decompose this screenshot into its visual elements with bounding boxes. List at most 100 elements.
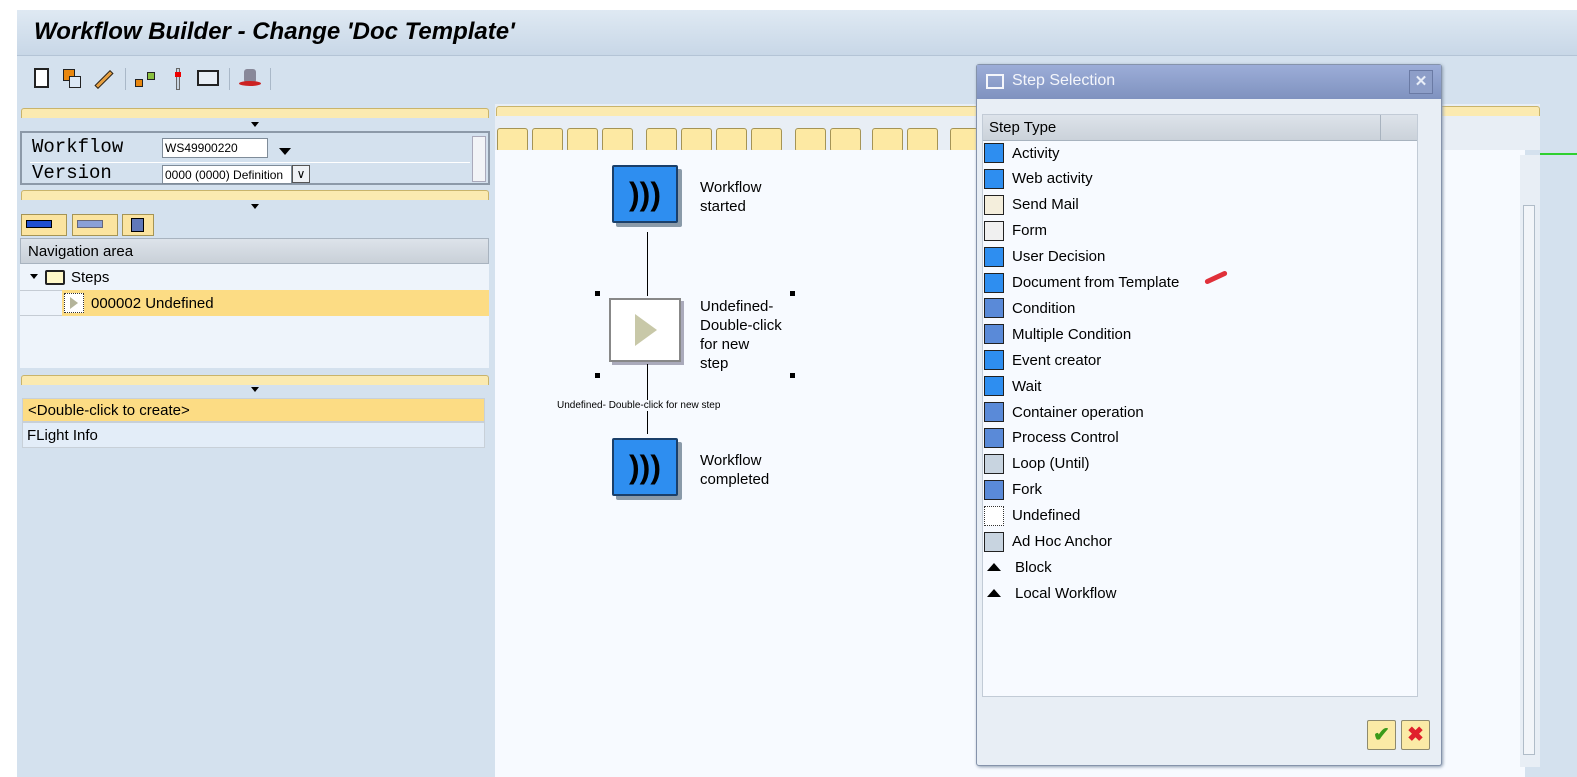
forward-button[interactable] <box>72 214 118 236</box>
web-activity-icon <box>984 168 1004 189</box>
rename-icon[interactable] <box>567 128 598 152</box>
fork-icon <box>984 479 1004 500</box>
copy-icon[interactable] <box>681 128 712 152</box>
workflow-field[interactable]: WS49900220 <box>162 138 268 158</box>
workflow-end-node[interactable]: ))) <box>612 438 678 496</box>
step-type-item[interactable]: Condition <box>984 295 1075 321</box>
panel-header-bar <box>21 190 489 200</box>
signal-icon: ))) <box>629 175 661 212</box>
step-type-label: Send Mail <box>1012 196 1079 214</box>
loop-icon <box>984 453 1004 474</box>
step-type-item[interactable]: Activity <box>984 140 1060 166</box>
step-type-item[interactable]: Loop (Until) <box>984 451 1090 477</box>
version-label: Version <box>32 162 112 184</box>
step-type-item[interactable]: Web activity <box>984 166 1093 192</box>
paste-icon[interactable] <box>716 128 747 152</box>
connector-line <box>647 364 648 434</box>
step-type-item[interactable]: Fork <box>984 477 1042 503</box>
redo-icon[interactable] <box>830 128 861 152</box>
undo-icon[interactable] <box>795 128 826 152</box>
step-type-item[interactable]: Ad Hoc Anchor <box>984 529 1112 555</box>
new-document-icon[interactable] <box>30 66 54 92</box>
version-dropdown-icon[interactable]: ∨ <box>292 165 310 183</box>
document-template-icon <box>984 272 1004 293</box>
step-type-label: Local Workflow <box>1015 584 1117 602</box>
magic-wand-icon[interactable] <box>166 66 190 92</box>
step-type-item[interactable]: Event creator <box>984 347 1101 373</box>
condition-icon <box>984 298 1004 319</box>
undefined-step-node[interactable] <box>609 298 681 362</box>
step-type-item[interactable]: Wait <box>984 373 1041 399</box>
step-type-item[interactable]: Process Control <box>984 425 1119 451</box>
hierarchy-icon[interactable] <box>133 66 157 92</box>
object-row[interactable]: FLight Info <box>22 422 485 448</box>
step-type-item[interactable]: Send Mail <box>984 192 1079 218</box>
edit-pencil-icon[interactable] <box>91 66 115 92</box>
new-icon[interactable] <box>497 128 528 152</box>
step-type-item[interactable]: Local Workflow <box>984 580 1116 606</box>
ad-hoc-anchor-icon <box>984 531 1004 552</box>
workflow-start-node[interactable]: ))) <box>612 165 678 223</box>
tree-item-label[interactable]: 000002 Undefined <box>91 295 214 312</box>
hat-icon[interactable] <box>238 66 262 92</box>
block-icon <box>987 563 1001 572</box>
step-type-column-header[interactable]: Step Type <box>983 115 1417 141</box>
dialog-close-button[interactable]: ✕ <box>1409 70 1433 94</box>
connector-line <box>647 232 648 296</box>
layout-icon[interactable] <box>907 128 938 152</box>
test-run-icon[interactable] <box>196 66 220 92</box>
collapse-arrow-icon[interactable] <box>251 387 259 392</box>
step-type-label: Fork <box>1012 481 1042 499</box>
step-type-label: User Decision <box>1012 248 1106 266</box>
step-type-list <box>982 114 1418 697</box>
collapse-arrow-icon[interactable] <box>251 122 259 127</box>
canvas-scrollbar[interactable] <box>1520 155 1540 767</box>
step-type-label: Web activity <box>1012 170 1093 188</box>
undefined-step-icon <box>64 293 84 313</box>
step-type-item[interactable]: Block <box>984 554 1052 580</box>
undefined-icon <box>984 505 1004 526</box>
tree-root-steps[interactable]: Steps <box>71 269 110 286</box>
dialog-window-icon <box>986 74 1004 89</box>
step-type-label: Block <box>1015 558 1052 576</box>
step-type-label: Ad Hoc Anchor <box>1012 533 1113 550</box>
collapse-arrow-icon[interactable] <box>251 204 259 209</box>
tree-item-selected[interactable] <box>62 290 489 316</box>
cancel-button[interactable]: ✖ <box>1401 720 1430 750</box>
form-scrollbar[interactable] <box>472 136 486 182</box>
panel-header-bar <box>21 108 489 118</box>
step-type-item[interactable]: Document from Template <box>984 270 1179 296</box>
bell-icon[interactable] <box>872 128 903 152</box>
object-create-row[interactable]: <Double-click to create> <box>22 398 485 422</box>
workflow-label: Workflow <box>32 136 124 158</box>
step-type-label: Condition <box>1012 299 1076 317</box>
local-workflow-icon <box>987 589 1001 598</box>
copy-workflow-icon[interactable] <box>60 66 84 92</box>
navigation-tree <box>20 264 489 368</box>
overview-button[interactable] <box>122 214 154 236</box>
form-icon <box>984 220 1004 241</box>
step-type-item[interactable]: Container operation <box>984 399 1144 425</box>
step-type-label: Wait <box>1012 377 1042 395</box>
undefined-node-label: Undefined- Double-click for new step <box>700 298 782 372</box>
back-button[interactable] <box>21 214 67 236</box>
step-type-item[interactable]: User Decision <box>984 244 1105 270</box>
step-type-item[interactable]: Undefined <box>984 503 1080 529</box>
node-tooltip: Undefined- Double-click for new step <box>557 400 721 411</box>
navigation-area-header: Navigation area <box>20 238 489 264</box>
edit-icon[interactable] <box>532 128 563 152</box>
delete-icon[interactable] <box>602 128 633 152</box>
insert-icon[interactable] <box>751 128 782 152</box>
step-type-label: Document from Template <box>1012 274 1180 291</box>
multiple-condition-icon <box>984 324 1004 345</box>
step-type-label: Multiple Condition <box>1012 325 1132 343</box>
expand-arrow-icon[interactable] <box>30 274 38 279</box>
step-type-item[interactable]: Form <box>984 218 1047 244</box>
start-node-label: Workflow started <box>700 179 762 215</box>
cut-icon[interactable] <box>646 128 677 152</box>
confirm-button[interactable]: ✔ <box>1367 720 1396 750</box>
step-type-label: Event creator <box>1012 351 1102 369</box>
workflow-dropdown-icon[interactable] <box>279 148 291 155</box>
step-type-item[interactable]: Multiple Condition <box>984 321 1131 347</box>
version-select[interactable]: 0000 (0000) Definition <box>162 165 292 184</box>
